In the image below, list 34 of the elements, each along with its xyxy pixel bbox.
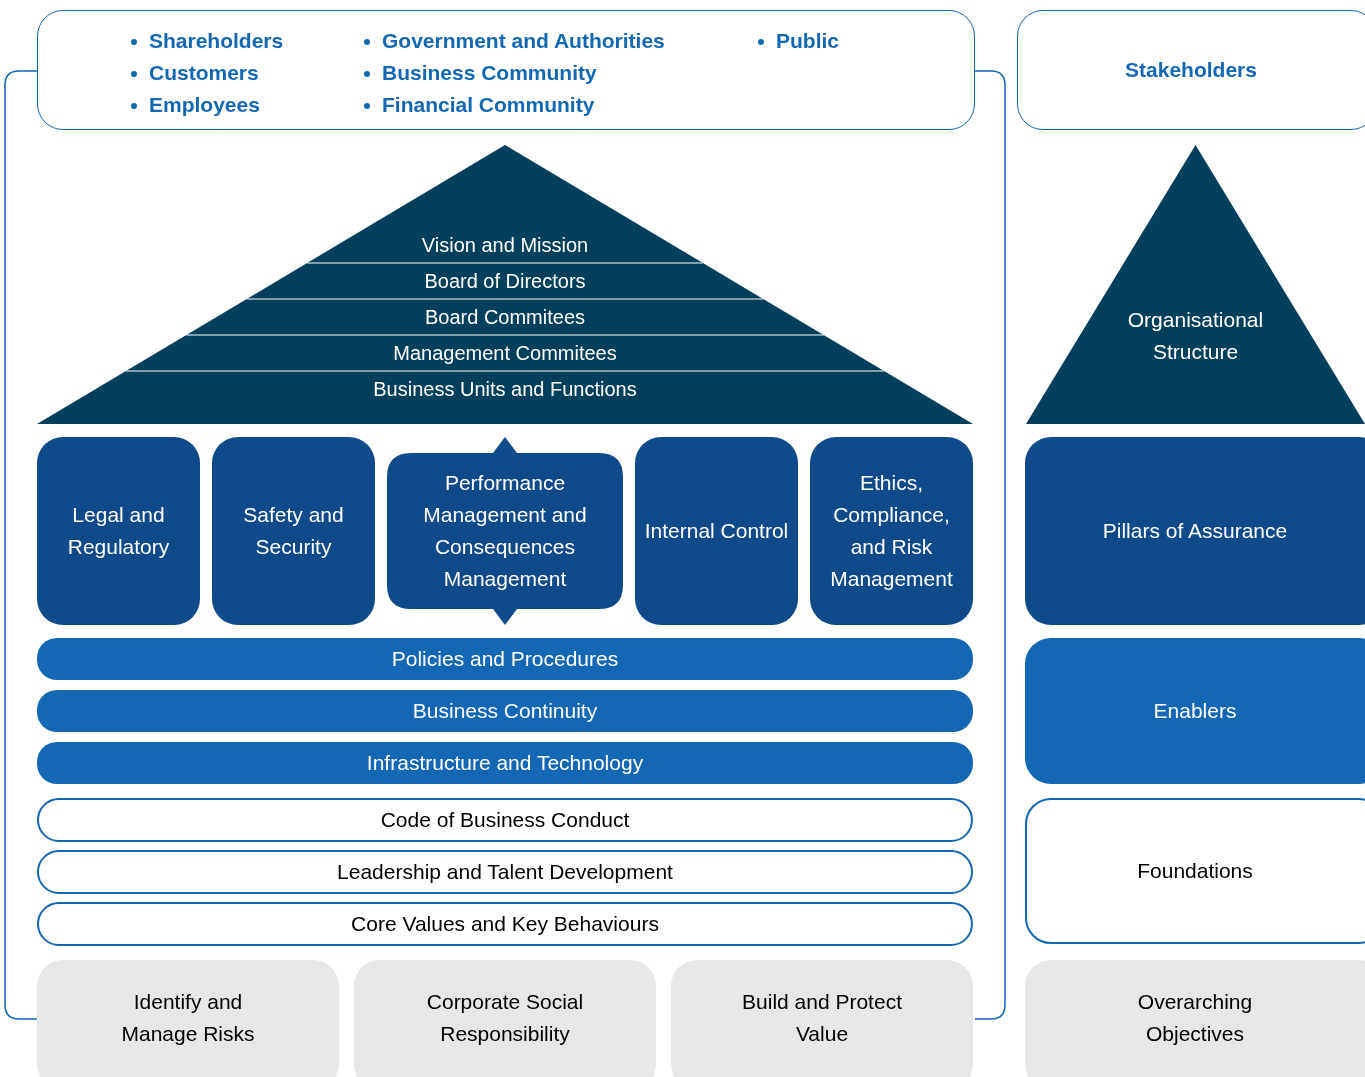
structure-triangle: Organisational Structure: [1026, 145, 1365, 424]
foundation-bar: Leadership and Talent Development: [37, 850, 973, 894]
stakeholder-item: Employees: [131, 92, 260, 118]
enabler-bar: Infrastructure and Technology: [37, 742, 973, 784]
pillar-card: Internal Control: [635, 437, 798, 625]
pillar-card: Performance Management and Consequences Management: [387, 437, 623, 625]
objective-card: Corporate Social Responsibility: [354, 960, 656, 1077]
pillar-card: Legal and Regulatory: [37, 437, 200, 625]
stakeholder-item: Financial Community: [364, 92, 595, 118]
pyramid-tier-label: Management Commitees: [393, 341, 617, 365]
pillar-card: Pillars of Assurance: [1025, 437, 1365, 625]
stakeholder-item: Business Community: [364, 60, 597, 86]
governance-pyramid: [37, 145, 973, 424]
pillar-card: Safety and Security: [212, 437, 375, 625]
foundation-bar: Code of Business Conduct: [37, 798, 973, 842]
stakeholder-item: Shareholders: [131, 28, 284, 54]
stakeholder-item: Public: [758, 28, 839, 54]
stakeholder-item: Customers: [131, 60, 259, 86]
enabler-bar: Business Continuity: [37, 690, 973, 732]
objective-card: Overarching Objectives: [1025, 960, 1365, 1077]
enabler-bar: Policies and Procedures: [37, 638, 973, 680]
category-box: Stakeholders: [1017, 10, 1365, 130]
pyramid-tier-label: Board Commitees: [424, 305, 586, 329]
objective-card: Identify and Manage Risks: [37, 960, 339, 1077]
stakeholder-item: Government and Authorities: [364, 28, 665, 54]
pillar-card: Ethics, Compliance, and Risk Management: [810, 437, 973, 625]
pyramid-tier-label: Board of Directors: [424, 269, 586, 293]
objective-card: Build and Protect Value: [671, 960, 973, 1077]
enabler-bar: Enablers: [1025, 638, 1365, 784]
pyramid-tier-label: Business Units and Functions: [373, 377, 637, 401]
stakeholder-list-box: [37, 10, 975, 130]
foundation-bar: Core Values and Key Behaviours: [37, 902, 973, 946]
foundation-bar: Foundations: [1025, 798, 1365, 944]
pyramid-tier-label: Vision and Mission: [421, 233, 589, 257]
